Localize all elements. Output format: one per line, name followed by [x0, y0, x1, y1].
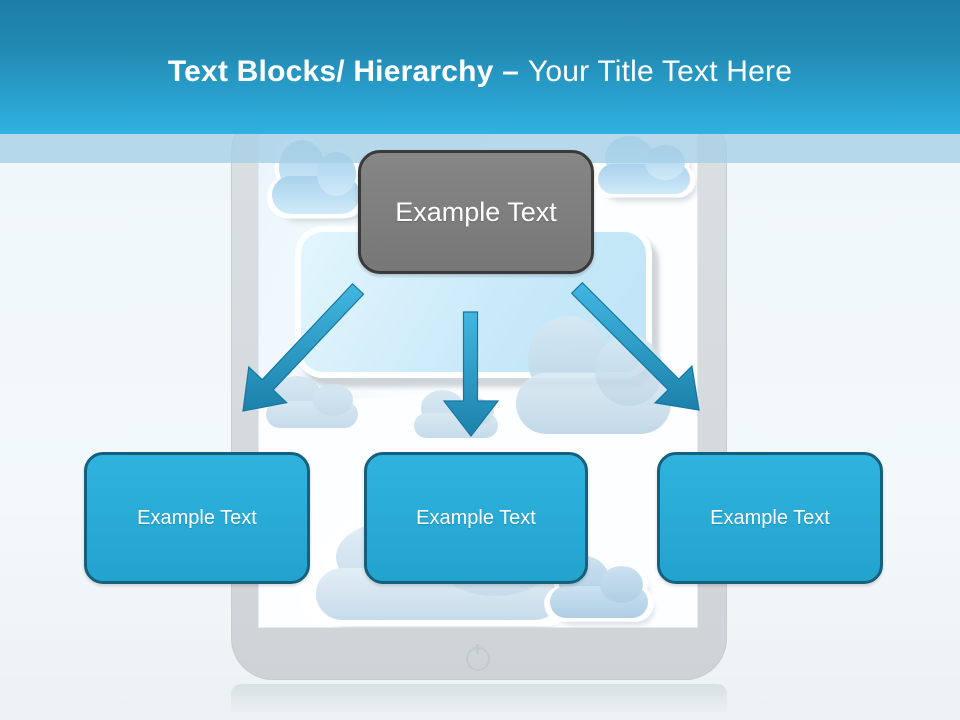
cloud-icon [592, 132, 696, 201]
child-node-2-label: Example Text [416, 506, 536, 529]
child-node-2[interactable]: Example Text [364, 452, 588, 584]
root-node-label: Example Text [395, 196, 557, 227]
arrow-down-icon[interactable] [442, 311, 500, 437]
cloud-icon [266, 376, 358, 428]
title-bold-text: Text Blocks/ Hierarchy – [167, 55, 519, 88]
page-title: Text Blocks/ Hierarchy –Your Title Text … [0, 55, 960, 89]
child-node-1-label: Example Text [137, 506, 257, 529]
slide-header: Text Blocks/ Hierarchy –Your Title Text … [0, 0, 960, 134]
child-node-3[interactable]: Example Text [657, 452, 883, 584]
root-node[interactable]: Example Text [358, 150, 594, 274]
child-node-1[interactable]: Example Text [84, 452, 310, 584]
child-node-3-label: Example Text [710, 506, 830, 529]
power-icon [465, 644, 491, 671]
arrow-down-left-icon[interactable] [242, 283, 365, 412]
cloud-icon [516, 316, 671, 434]
title-regular-text: Your Title Text Here [527, 55, 793, 88]
cloud-icon [266, 135, 366, 221]
cloud-icon [544, 552, 654, 625]
arrow-down-right-icon[interactable] [570, 281, 700, 411]
tablet-reflection [231, 684, 727, 720]
